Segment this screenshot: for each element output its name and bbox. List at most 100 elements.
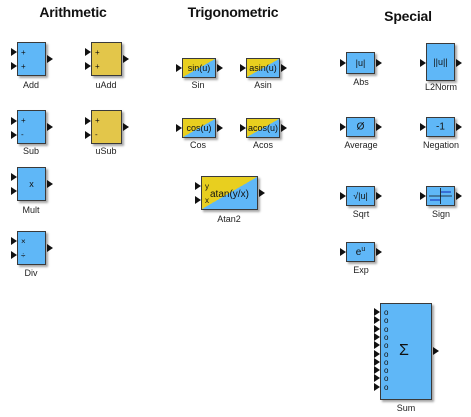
sin-block[interactable]: sin(u) (182, 58, 216, 78)
asin-label: Asin (254, 80, 272, 90)
abs-block[interactable]: |u| (346, 52, 375, 74)
sum-input-port[interactable] (374, 324, 380, 333)
uadd-sign-2: + (95, 62, 100, 71)
sign-output-port[interactable] (456, 192, 462, 200)
cos-block[interactable]: cos(u) (182, 118, 216, 138)
sum-label: Sum (396, 403, 416, 413)
sqrt-block[interactable]: √|u| (346, 186, 375, 206)
sum-input-marker: o (384, 332, 389, 342)
sin-input-port[interactable] (176, 64, 182, 72)
atan2-block[interactable]: y x atan(y/x) (201, 176, 258, 210)
sum-input-port[interactable] (374, 308, 380, 316)
acos-block[interactable]: acos(u) (246, 118, 280, 138)
sum-output-port[interactable] (433, 347, 439, 355)
l2norm-text: ||u|| (433, 57, 448, 67)
uadd-label: uAdd (95, 80, 117, 90)
sum-input-marker: o (384, 308, 389, 317)
sin-text: sin(u) (187, 63, 211, 73)
sub-block[interactable]: + - (17, 110, 46, 144)
sin-output-port[interactable] (217, 64, 223, 72)
uadd-output-port[interactable] (123, 55, 129, 63)
sum-input-port[interactable] (374, 332, 380, 341)
usub-input-port-2[interactable] (85, 131, 91, 139)
acos-output-port[interactable] (281, 124, 287, 132)
mult-label: Mult (22, 205, 40, 215)
average-input-port[interactable] (340, 123, 346, 131)
atan2-output-port[interactable] (259, 189, 265, 197)
acos-text: acos(u) (247, 123, 278, 133)
sub-output-port[interactable] (47, 123, 53, 131)
uadd-input-port-1[interactable] (85, 48, 91, 56)
div-output-port[interactable] (47, 244, 53, 252)
sign-function-icon (429, 188, 452, 204)
asin-block[interactable]: asin(u) (246, 58, 280, 78)
uadd-block[interactable]: + + (91, 42, 122, 76)
sum-input-marker: o (384, 324, 389, 334)
atan2-label: Atan2 (217, 214, 241, 224)
asin-input-port[interactable] (240, 64, 246, 72)
div-input-port-1[interactable] (11, 237, 17, 245)
mult-block[interactable]: x (17, 167, 46, 201)
add-output-port[interactable] (47, 55, 53, 63)
average-block[interactable]: Ø (346, 117, 375, 137)
sum-input-port[interactable] (374, 349, 380, 358)
sum-input-port[interactable] (374, 382, 380, 391)
asin-output-port[interactable] (281, 64, 287, 72)
mult-symbol: x (29, 179, 34, 189)
sum-input-port[interactable] (374, 357, 380, 366)
sin-label: Sin (191, 80, 205, 90)
mult-input-port-1[interactable] (11, 173, 17, 181)
usub-block[interactable]: + - (91, 110, 122, 144)
sub-input-port-2[interactable] (11, 131, 17, 139)
exp-label: Exp (353, 265, 369, 275)
sub-label: Sub (22, 146, 40, 156)
sum-input-marker: o (384, 349, 389, 359)
sign-label: Sign (431, 209, 451, 219)
sum-input-marker: o (384, 366, 389, 376)
usub-input-port-1[interactable] (85, 117, 91, 125)
uadd-input-port-2[interactable] (85, 62, 91, 70)
l2norm-output-port[interactable] (456, 59, 462, 67)
abs-input-port[interactable] (340, 59, 346, 67)
negation-input-port[interactable] (420, 123, 426, 131)
l2norm-block[interactable]: ||u|| (426, 43, 455, 81)
sign-input-port[interactable] (420, 192, 426, 200)
sqrt-output-port[interactable] (376, 192, 382, 200)
negation-text: -1 (436, 121, 445, 133)
exp-output-port[interactable] (376, 248, 382, 256)
l2norm-label: L2Norm (424, 82, 458, 92)
abs-output-port[interactable] (376, 59, 382, 67)
add-input-port-2[interactable] (11, 62, 17, 70)
cos-output-port[interactable] (217, 124, 223, 132)
sign-block[interactable] (426, 186, 455, 206)
add-sign-2: + (21, 62, 26, 71)
l2norm-input-port[interactable] (420, 59, 426, 67)
sum-input-port[interactable] (374, 316, 380, 325)
mult-input-port-2[interactable] (11, 187, 17, 195)
negation-output-port[interactable] (456, 123, 462, 131)
sum-input-marker: o (384, 316, 389, 326)
div-block[interactable]: × ÷ (17, 231, 46, 265)
sum-input-port[interactable] (374, 366, 380, 375)
atan2-input-port-x[interactable] (195, 196, 201, 204)
mult-output-port[interactable] (47, 180, 53, 188)
header-special: Special (384, 8, 432, 24)
exp-block[interactable]: eu (346, 242, 375, 262)
sub-input-port-1[interactable] (11, 117, 17, 125)
add-block[interactable]: + + (17, 42, 46, 76)
acos-input-port[interactable] (240, 124, 246, 132)
sum-input-port[interactable] (374, 341, 380, 350)
cos-input-port[interactable] (176, 124, 182, 132)
sum-input-port[interactable] (374, 374, 380, 383)
average-output-port[interactable] (376, 123, 382, 131)
usub-output-port[interactable] (123, 123, 129, 131)
sqrt-label: Sqrt (352, 209, 370, 219)
negation-block[interactable]: -1 (426, 117, 455, 137)
add-input-port-1[interactable] (11, 48, 17, 56)
div-input-port-2[interactable] (11, 251, 17, 259)
sub-sign-2: - (21, 130, 24, 139)
atan2-input-port-y[interactable] (195, 182, 201, 190)
sqrt-input-port[interactable] (340, 192, 346, 200)
exp-input-port[interactable] (340, 248, 346, 256)
